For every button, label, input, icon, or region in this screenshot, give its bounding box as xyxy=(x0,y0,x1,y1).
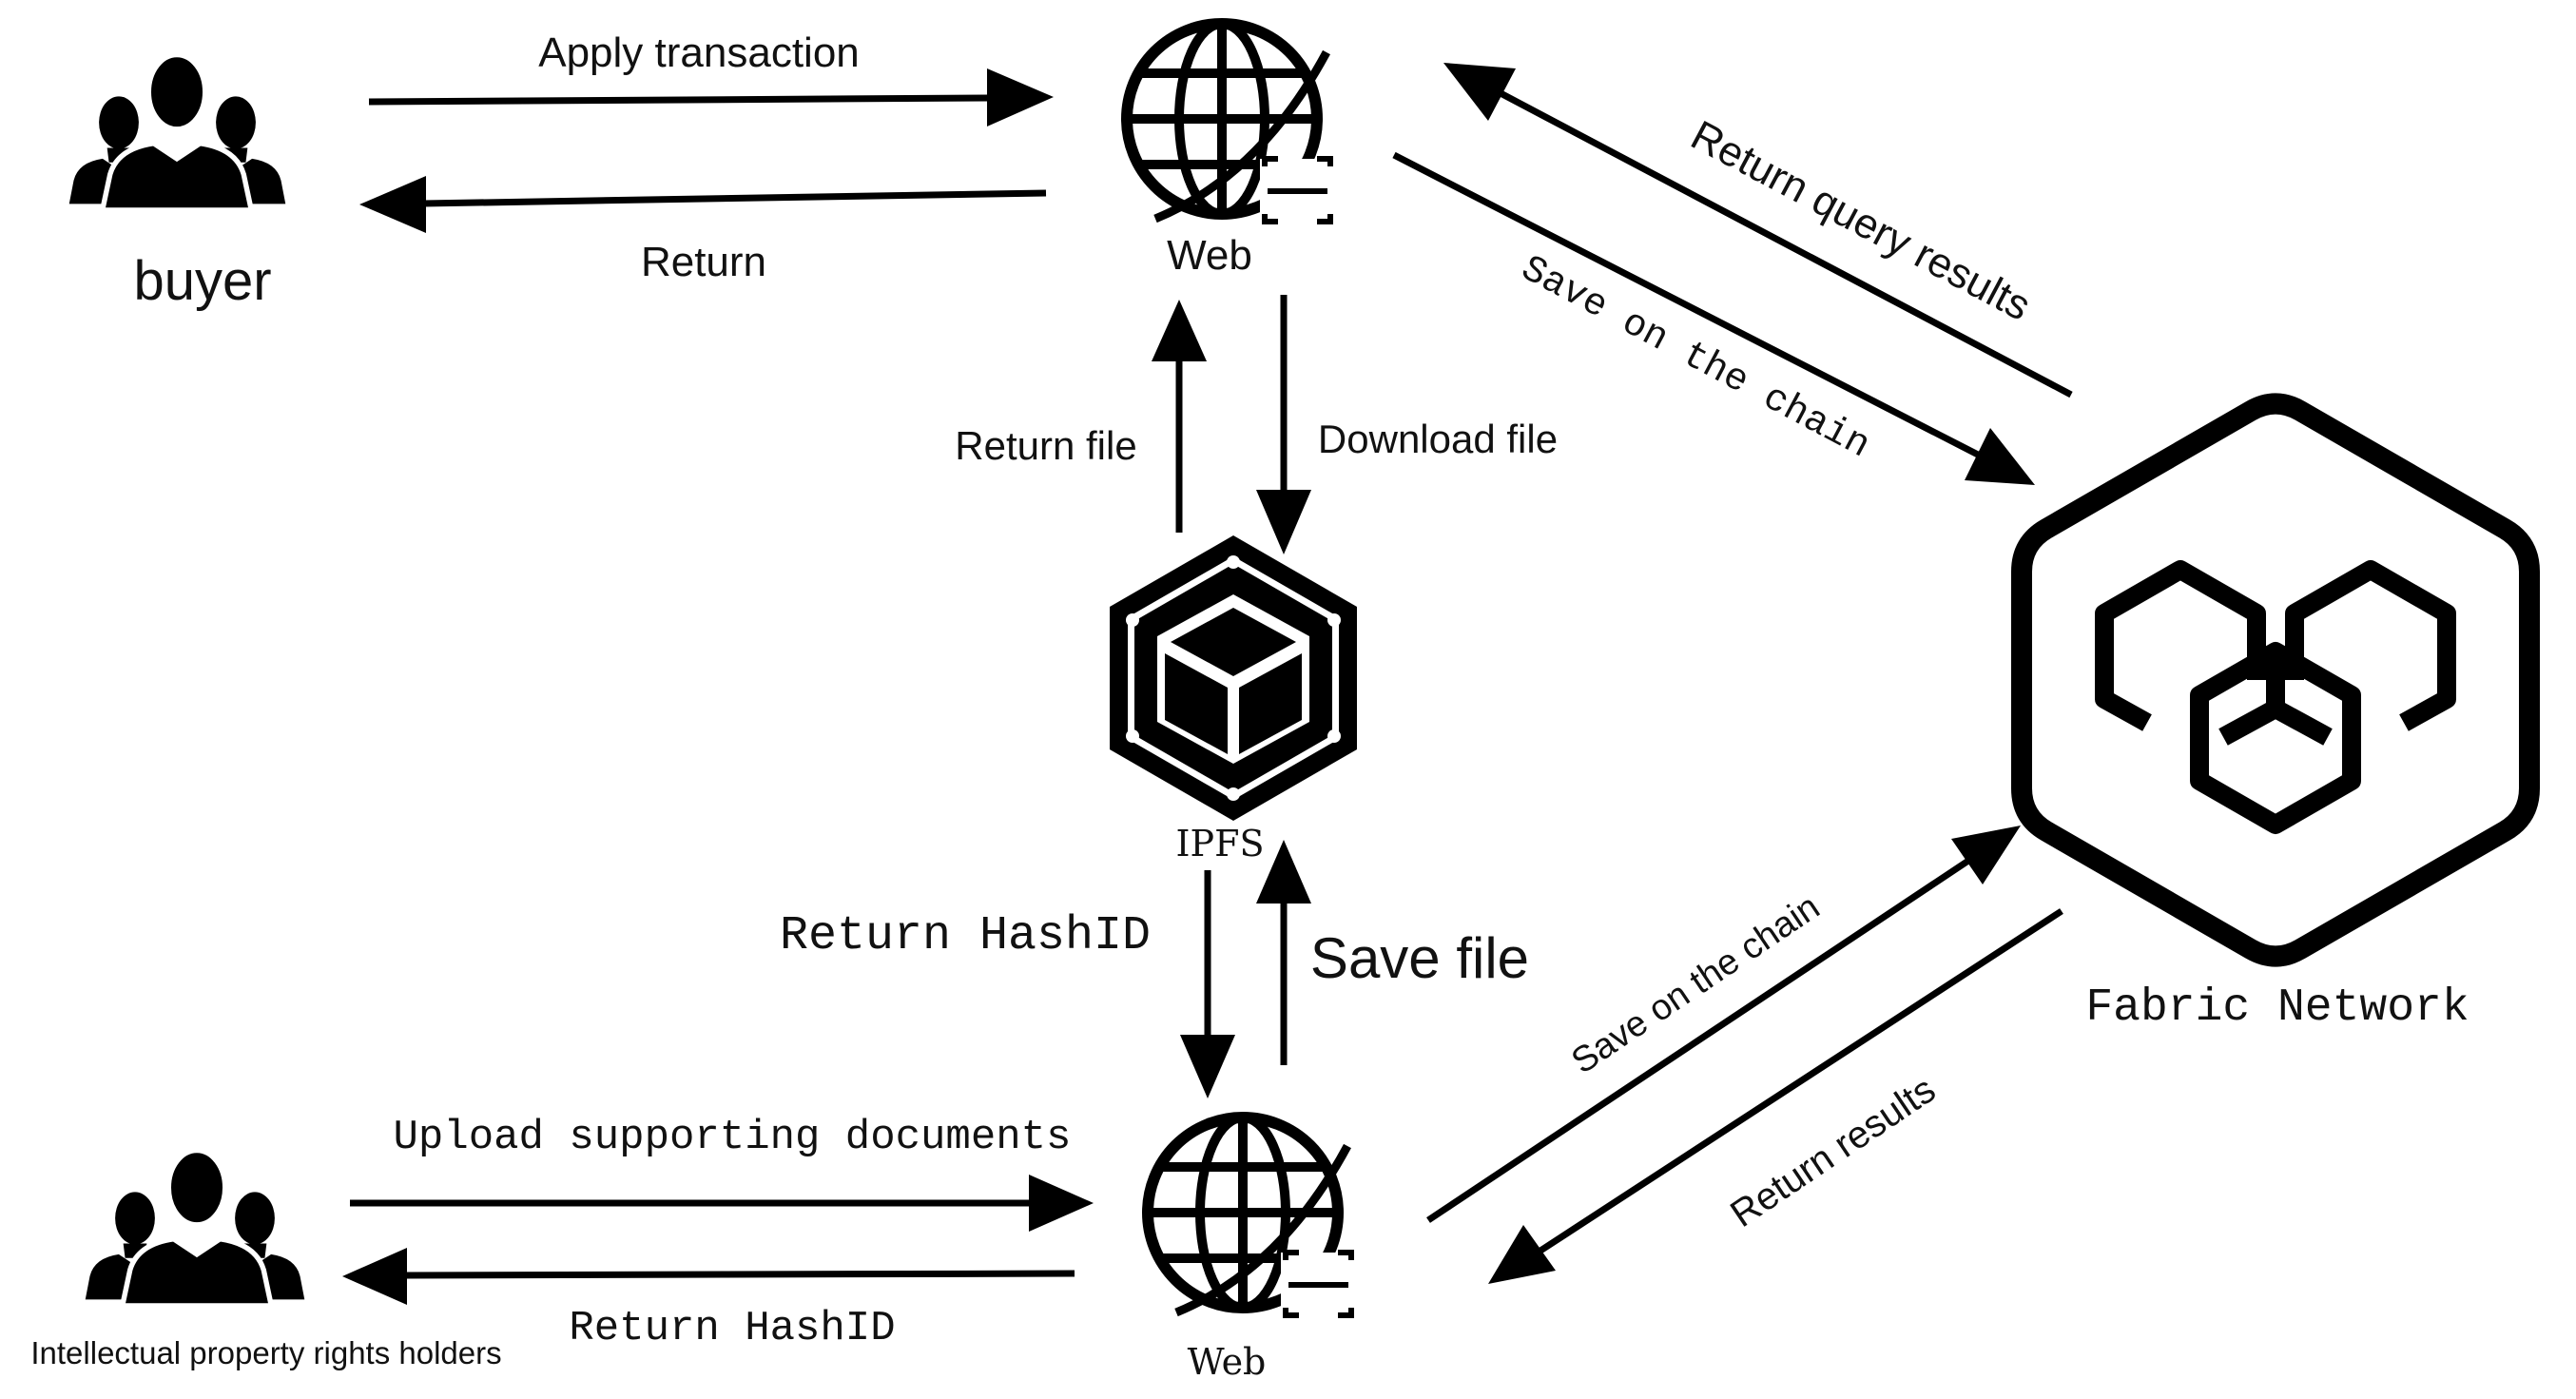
arrow-upload-docs xyxy=(350,1175,1094,1232)
arrow-apply-transaction xyxy=(368,68,1054,126)
fabric-label: Fabric Network xyxy=(2085,982,2469,1034)
ipfs-label: IPFS xyxy=(1176,823,1265,865)
holders-people-icon xyxy=(85,1147,305,1309)
arrow-return-top xyxy=(359,176,1047,233)
arrow-return-hashid-bottom xyxy=(342,1248,1075,1305)
apply-transaction-label: Apply transaction xyxy=(538,29,860,76)
arrow-return-query-results xyxy=(1443,63,2073,398)
download-file-label: Download file xyxy=(1318,417,1558,461)
return-top-label: Return xyxy=(641,239,766,285)
ipfs-cube-icon xyxy=(1110,535,1357,821)
save-chain-top-label: Save on the chain xyxy=(1514,248,1876,468)
return-hashid-bottom-label: Return HashID xyxy=(569,1305,895,1352)
return-hashid-mid-label: Return HashID xyxy=(780,909,1151,963)
web-globe-icon xyxy=(1142,1112,1355,1319)
buyer-people-icon xyxy=(68,51,286,213)
arrow-return-file xyxy=(1152,300,1207,533)
holders-label: Intellectual property rights holders xyxy=(30,1335,501,1370)
arrow-save-chain-top xyxy=(1392,151,2035,485)
web-bottom-label: Web xyxy=(1188,1341,1267,1383)
web-top-label: Web xyxy=(1167,232,1252,279)
buyer-label: buyer xyxy=(133,250,271,312)
arrow-save-file xyxy=(1256,840,1311,1065)
save-file-label: Save file xyxy=(1310,926,1529,990)
arrow-return-hashid-mid xyxy=(1180,870,1235,1098)
arrow-return-results xyxy=(1488,908,2063,1284)
arrow-download-file xyxy=(1256,295,1311,554)
arrow-save-chain-bottom xyxy=(1426,826,2021,1223)
return-file-label: Return file xyxy=(955,423,1136,468)
fabric-hexagon-icon xyxy=(2011,393,2540,967)
web-globe-icon xyxy=(1121,18,1334,225)
return-results-label: Return results xyxy=(1723,1068,1943,1235)
upload-docs-label: Upload supporting documents xyxy=(394,1114,1072,1161)
